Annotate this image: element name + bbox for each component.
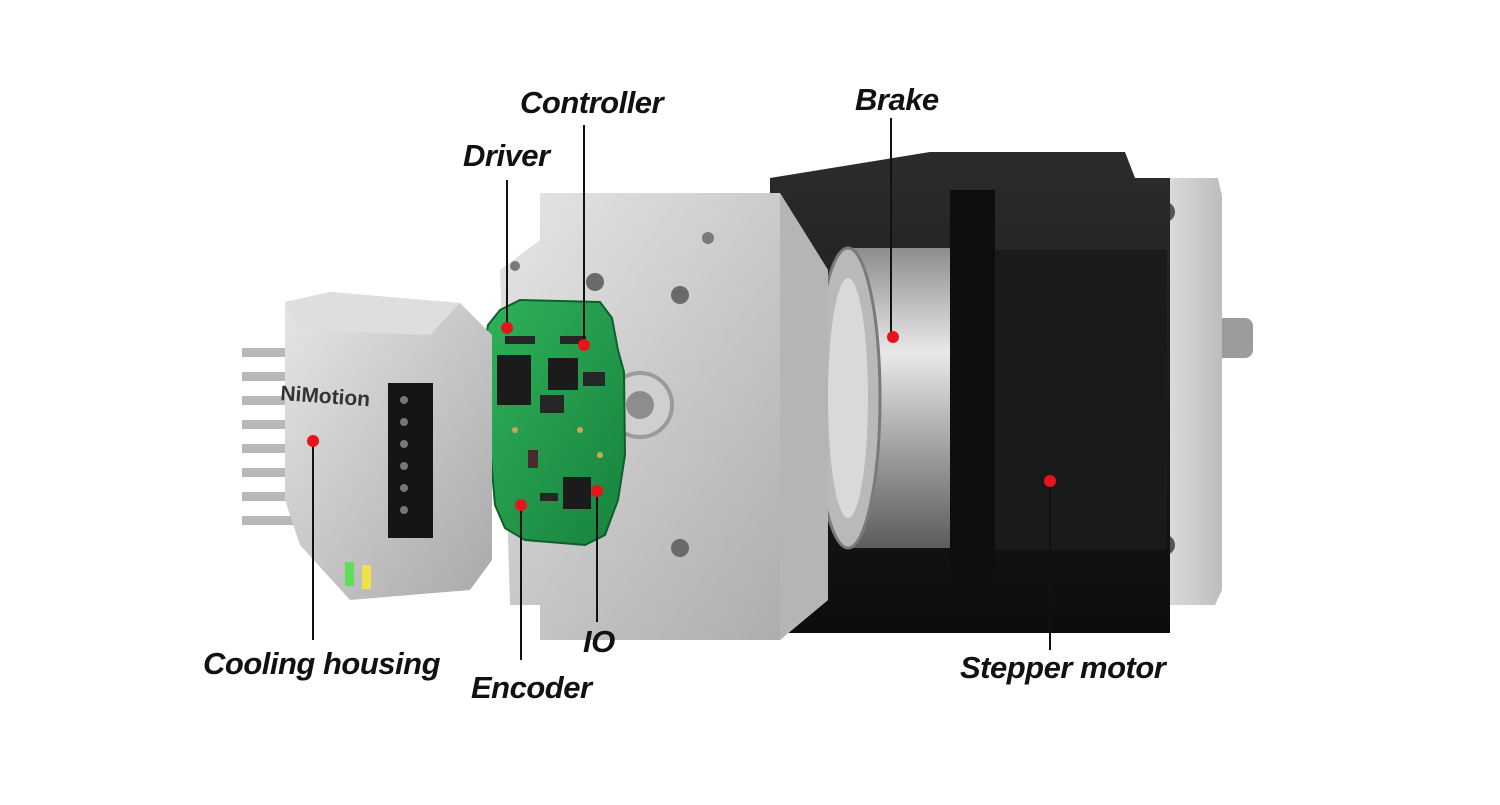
front-flange-edge — [780, 193, 828, 640]
pcb-chip-driver — [497, 355, 531, 405]
markers — [307, 322, 1056, 511]
flange-screw — [702, 232, 714, 244]
marker-cooling-housing — [307, 435, 319, 447]
marker-stepper-motor — [1044, 475, 1056, 487]
label-encoder: Encoder — [471, 670, 592, 705]
pcb-connector — [505, 336, 535, 344]
label-cooling-housing: Cooling housing — [203, 646, 441, 681]
marker-controller — [578, 339, 590, 351]
cooling-housing: NiMotion — [242, 292, 492, 600]
terminal-connector — [388, 383, 433, 538]
led-green — [345, 562, 354, 586]
flange-screw — [510, 261, 520, 271]
pcb-via — [512, 427, 518, 433]
led-yellow — [362, 565, 371, 589]
label-controller: Controller — [520, 85, 664, 120]
pcb-chip-io — [563, 477, 591, 509]
pcb-via — [597, 452, 603, 458]
pcb-chip-small — [540, 395, 564, 413]
front-hub-bore — [626, 391, 654, 419]
brake-disc-inner — [828, 278, 868, 518]
flange-hole — [586, 273, 604, 291]
pcb-component — [528, 450, 538, 468]
flange-hole — [671, 539, 689, 557]
leader-lines — [312, 118, 1051, 660]
heat-sink-fins — [242, 348, 302, 525]
stepper-motor — [500, 152, 1253, 640]
pcb-board — [482, 298, 627, 547]
label-stepper-motor: Stepper motor — [960, 650, 1166, 685]
flange-hole — [671, 286, 689, 304]
pcb-chip-controller — [548, 358, 578, 390]
marker-io — [591, 485, 603, 497]
motor-side-panel — [995, 250, 1167, 550]
motor-top-face — [770, 152, 1135, 178]
marker-encoder — [515, 499, 527, 511]
label-io: IO — [583, 624, 615, 659]
motor-shaft — [1215, 318, 1253, 358]
pcb-connector — [540, 493, 558, 501]
housing-top — [285, 292, 460, 335]
label-brake: Brake — [855, 82, 939, 117]
pcb-chip-small — [583, 372, 605, 386]
motor-groove — [950, 190, 995, 590]
label-driver: Driver — [463, 138, 550, 173]
marker-driver — [501, 322, 513, 334]
marker-brake — [887, 331, 899, 343]
brake-assembly — [814, 246, 950, 550]
pcb-connector — [560, 336, 586, 344]
pcb-via — [577, 427, 583, 433]
